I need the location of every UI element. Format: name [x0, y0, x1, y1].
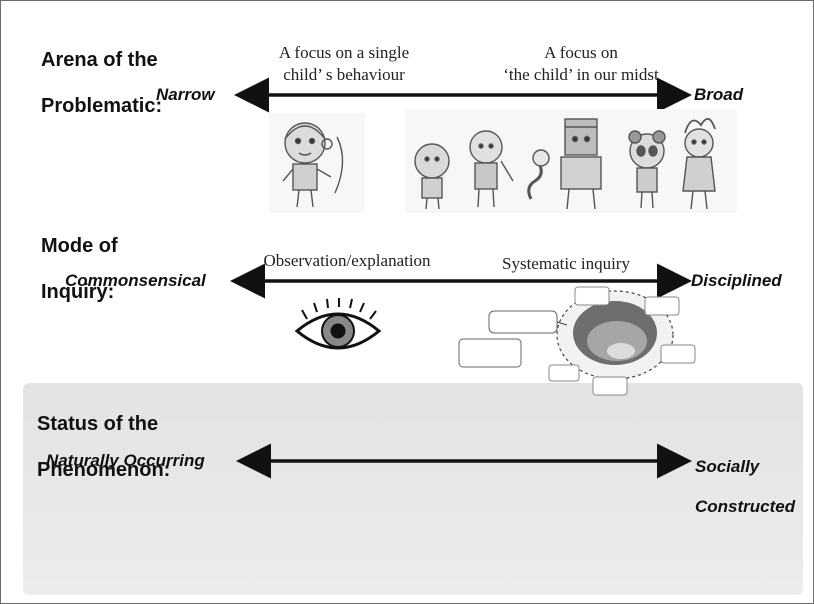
mode-title-line2: Inquiry: [41, 281, 115, 303]
status-title-line1: Status of the [37, 413, 159, 435]
arena-title: Arena of the Problematic: [41, 26, 162, 141]
status-right-pole-line1: Socially [695, 457, 760, 476]
status-left-pole: Naturally Occurring [46, 451, 205, 470]
status-panel-background [23, 383, 803, 595]
child-sketch-icon [269, 113, 365, 213]
inquiry-cycle-diagram-icon [458, 286, 696, 396]
status-title-line2: Phenomenon: [37, 459, 171, 481]
arena-right-note-line1: A focus on [544, 43, 618, 62]
mode-right-pole: Disciplined [691, 271, 782, 290]
children-group-sketch-icon [405, 109, 737, 213]
arena-title-line1: Arena of the [41, 49, 158, 71]
mode-left-pole: Commonsensical [65, 271, 206, 290]
arena-right-pole: Broad [694, 85, 744, 104]
status-right-pole-line2: Constructed [695, 497, 796, 516]
status-right-pole: Socially Constructed [695, 437, 795, 537]
arena-left-pole: Narrow [156, 85, 215, 104]
mode-title-line1: Mode of [41, 235, 118, 257]
status-title: Status of the Phenomenon: [37, 390, 170, 505]
mode-title: Mode of Inquiry: [41, 212, 118, 327]
arena-left-note-line1: A focus on a single [278, 43, 410, 62]
eye-icon [294, 298, 382, 350]
arena-title-line2: Problematic: [41, 95, 163, 117]
